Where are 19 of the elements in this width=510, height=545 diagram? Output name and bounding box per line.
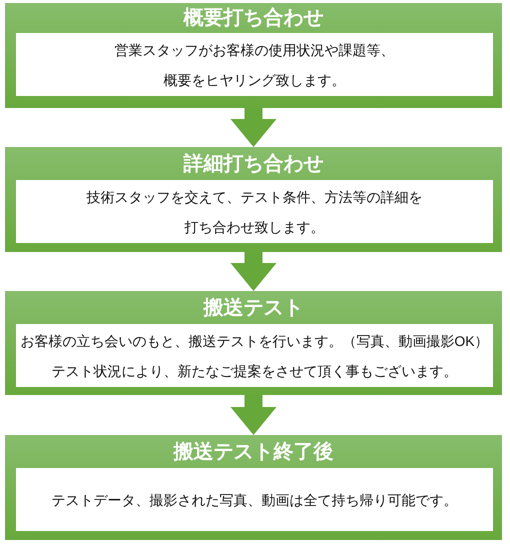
step-description: 営業スタッフがお客様の使用状況や課題等、概要をヒヤリング致します。	[114, 40, 396, 90]
step-description: 技術スタッフを交えて、テスト条件、方法等の詳細を打ち合わせ致します。	[86, 188, 424, 236]
description-box	[16, 180, 493, 243]
step-panel	[5, 291, 502, 395]
step-panel	[5, 147, 502, 252]
step-panel	[5, 435, 502, 540]
down-arrow	[230, 395, 276, 435]
down-arrow	[230, 252, 276, 291]
description-box	[16, 33, 493, 96]
step-heading: 概要打ち合わせ	[184, 6, 324, 30]
step-heading: 搬送テスト終了後	[174, 440, 334, 464]
step-heading: 詳細打ち合わせ	[184, 152, 324, 176]
description-box	[16, 468, 493, 531]
down-arrow	[230, 108, 276, 147]
step-description: お客様の立ち会いのもと、搬送テストを行います。（写真、動画撮影OK）テスト状況により、新たなご提案をさせて頂く事もございます。	[19, 332, 490, 380]
step-panel	[5, 3, 502, 108]
step-heading: 搬送テスト	[204, 296, 304, 320]
description-box	[16, 324, 493, 387]
step-description: テストデータ、撮影された写真、動画は全て持ち帰り可能です。	[52, 490, 458, 510]
